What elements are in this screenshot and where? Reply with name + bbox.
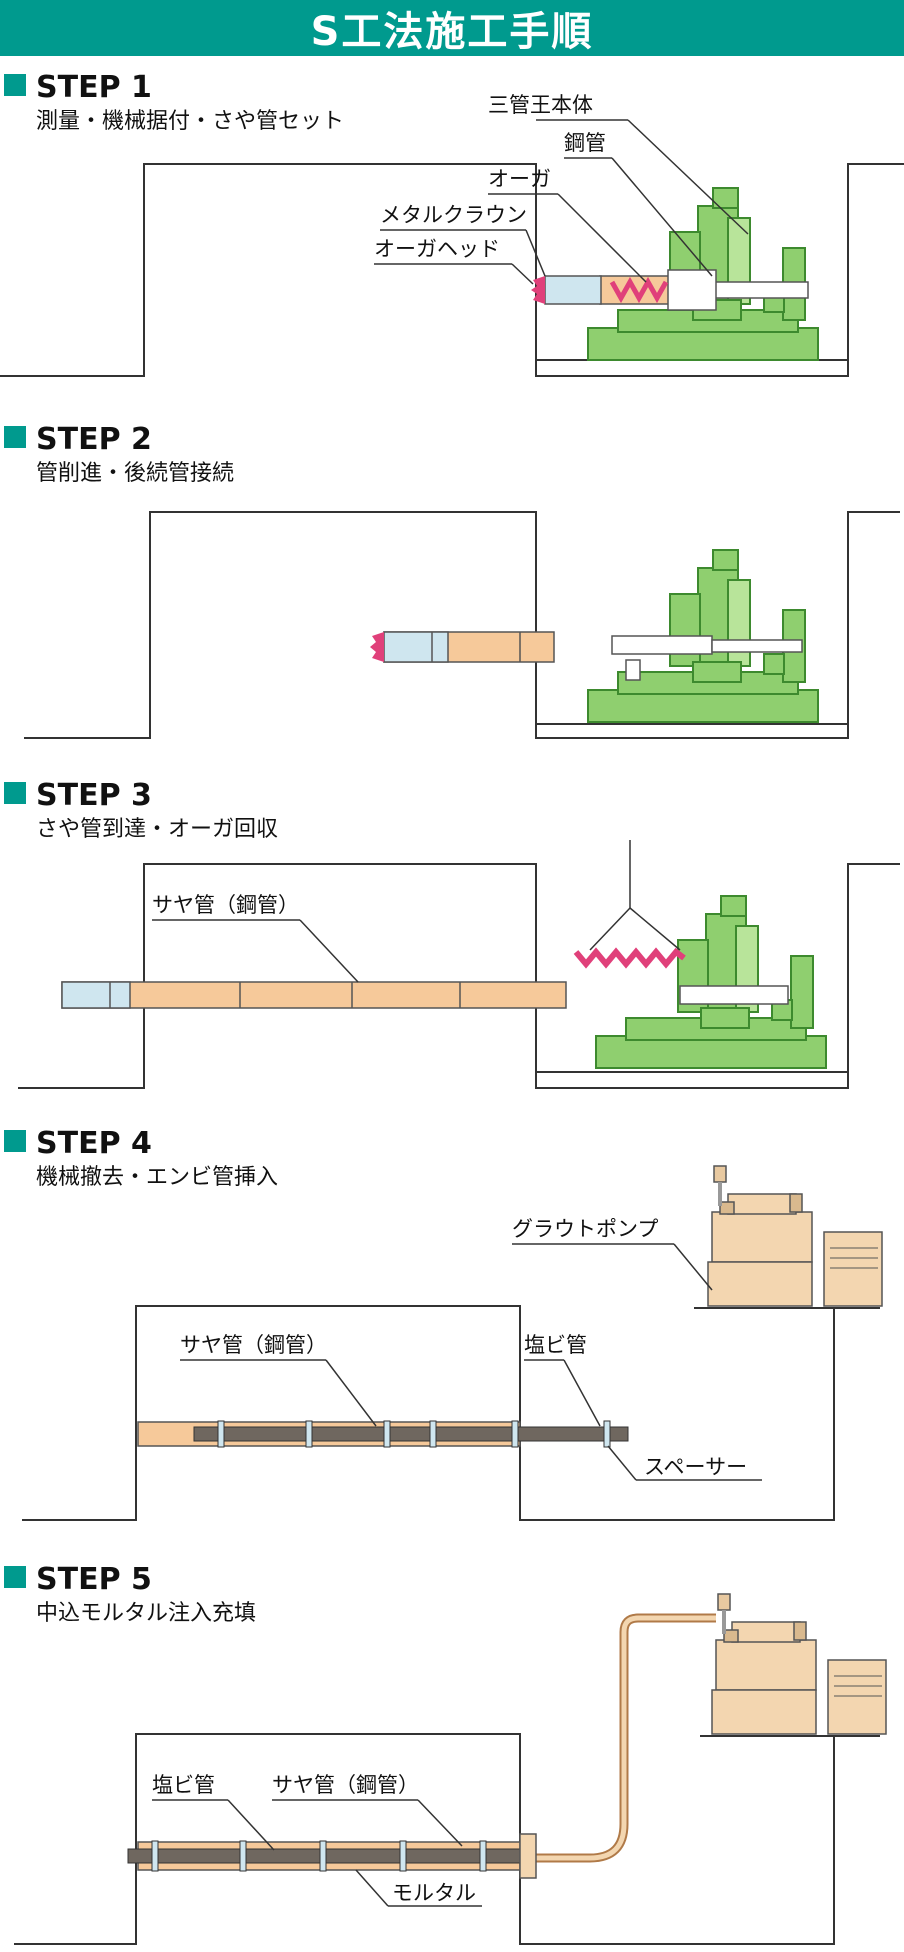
step-4-label-2: 塩ビ管: [524, 1333, 587, 1357]
step-3-auger: [573, 947, 686, 969]
step-4-grout-pump: [707, 1165, 883, 1307]
step-1-label-3: メタルクラウン: [380, 203, 527, 227]
page-title: S工法施工手順: [310, 9, 594, 55]
step-2-subtitle: 管削進・後続管接続: [36, 461, 234, 486]
step-3-title: STEP 3: [36, 778, 152, 813]
step-1-subtitle: 測量・機械据付・さや管セット: [36, 109, 344, 134]
step-1-auger: [609, 276, 669, 304]
step-2-ground: [24, 511, 900, 739]
step-5-end-cap: [519, 1833, 537, 1879]
step-4-pvc-pipe: [193, 1426, 629, 1442]
step-4-subtitle: 機械撤去・エンビ管挿入: [36, 1165, 278, 1190]
step-1-pipe: [544, 275, 602, 305]
step-1-ground: [0, 163, 904, 377]
step-4-spacers: [217, 1420, 611, 1448]
step-1-crown: [531, 276, 545, 304]
step-5-subtitle: 中込モルタル注入充填: [36, 1601, 256, 1626]
step-5-label-0: 塩ビ管: [152, 1773, 215, 1797]
step-3-sheath-pipe: [61, 981, 567, 1009]
step-4-ground: [22, 1305, 880, 1521]
step-1-label-4: オーガヘッド: [374, 237, 500, 261]
step-4-title: STEP 4: [36, 1126, 152, 1161]
step-3-marker: [4, 782, 26, 804]
step-2-crown: [370, 632, 384, 662]
step-5-spacers: [151, 1840, 487, 1872]
step-5-ground: [14, 1733, 880, 1945]
step-1: STEP 1 測量・機械据付・さや管セット 三管王本体 鋼管 オーガ メタルクラ…: [0, 70, 904, 377]
step-5-title: STEP 5: [36, 1562, 152, 1597]
step-2-marker: [4, 426, 26, 448]
step-5-label-1: サヤ管（鋼管）: [272, 1773, 419, 1797]
step-3-subtitle: さや管到達・オーガ回収: [36, 817, 278, 842]
step-1-marker: [4, 74, 26, 96]
step-5-label-2: モルタル: [392, 1881, 476, 1905]
step-4-marker: [4, 1130, 26, 1152]
step-2: STEP 2 管削進・後続管接続: [4, 422, 900, 739]
step-4-label-0: グラウトポンプ: [512, 1217, 658, 1241]
step-4-label-3: スペーサー: [644, 1455, 747, 1479]
title-banner: S工法施工手順: [0, 0, 904, 56]
step-4: STEP 4 機械撤去・エンビ管挿入 グラウトポンプ サヤ管（鋼管） 塩ビ管 ス…: [4, 1126, 883, 1521]
step-4-label-1: サヤ管（鋼管）: [180, 1333, 327, 1357]
step-1-label-0: 三管王本体: [488, 93, 593, 117]
step-5-grout-pump: [711, 1593, 887, 1735]
step-3: STEP 3 さや管到達・オーガ回収 サヤ管（鋼管）: [4, 778, 900, 1089]
step-2-title: STEP 2: [36, 422, 152, 457]
step-3-label-0: サヤ管（鋼管）: [152, 893, 299, 917]
step-3-ground: [18, 863, 900, 1089]
step-3-machine: [595, 895, 827, 1069]
step-1-title: STEP 1: [36, 70, 152, 105]
step-1-label-1: 鋼管: [564, 131, 606, 155]
step-1-label-2: オーガ: [488, 167, 551, 191]
step-5: STEP 5 中込モルタル注入充填 塩ビ管 サヤ管（鋼管） モルタル: [4, 1562, 887, 1945]
step-5-marker: [4, 1566, 26, 1588]
